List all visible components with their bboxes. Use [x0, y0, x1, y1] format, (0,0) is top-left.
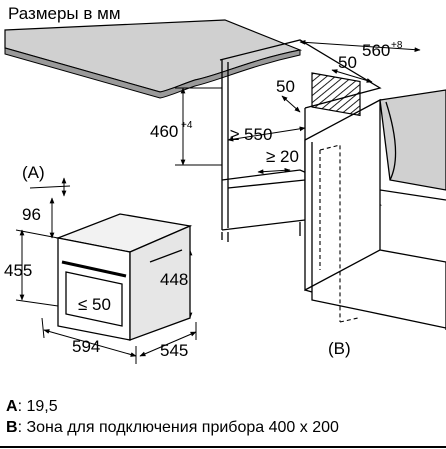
dim-le50: ≤ 50	[78, 295, 111, 314]
page-title: Размеры в мм	[8, 4, 121, 23]
dim-ge550: ≥ 550	[230, 125, 272, 144]
dim-96: 96	[22, 205, 41, 224]
label-b: (B)	[328, 339, 351, 358]
appliance-oven	[55, 213, 193, 341]
ventilation-hatch	[311, 72, 361, 117]
legend-a-key: A	[6, 398, 18, 415]
dim-ge20: ≥ 20	[266, 147, 299, 166]
bottom-divider	[0, 446, 446, 448]
legend-b: B: Зона для подключения прибора 400 x 20…	[6, 419, 339, 437]
dim-50-top: 50	[338, 53, 357, 72]
legend-a: A: 19,5	[6, 398, 58, 416]
dim-594: 594	[72, 337, 100, 356]
dim-455: 455	[4, 261, 32, 280]
dim-460: 460	[150, 122, 178, 141]
legend-a-text: : 19,5	[17, 398, 58, 415]
legend-b-text: : Зона для подключения прибора 400 x 200	[17, 419, 339, 436]
cabinet-frame	[219, 39, 446, 330]
dim-545: 545	[160, 341, 188, 360]
label-a: (A)	[22, 163, 45, 182]
dim-460-sup: +4	[181, 120, 193, 131]
connection-zone-outline	[319, 144, 359, 323]
countertop	[4, 19, 303, 99]
legend-b-key: B	[6, 419, 18, 436]
dim-448: 448	[160, 270, 188, 289]
dim-50-side: 50	[276, 77, 295, 96]
dim-560: 560	[362, 41, 390, 60]
dim-560-sup: +8	[391, 40, 403, 51]
